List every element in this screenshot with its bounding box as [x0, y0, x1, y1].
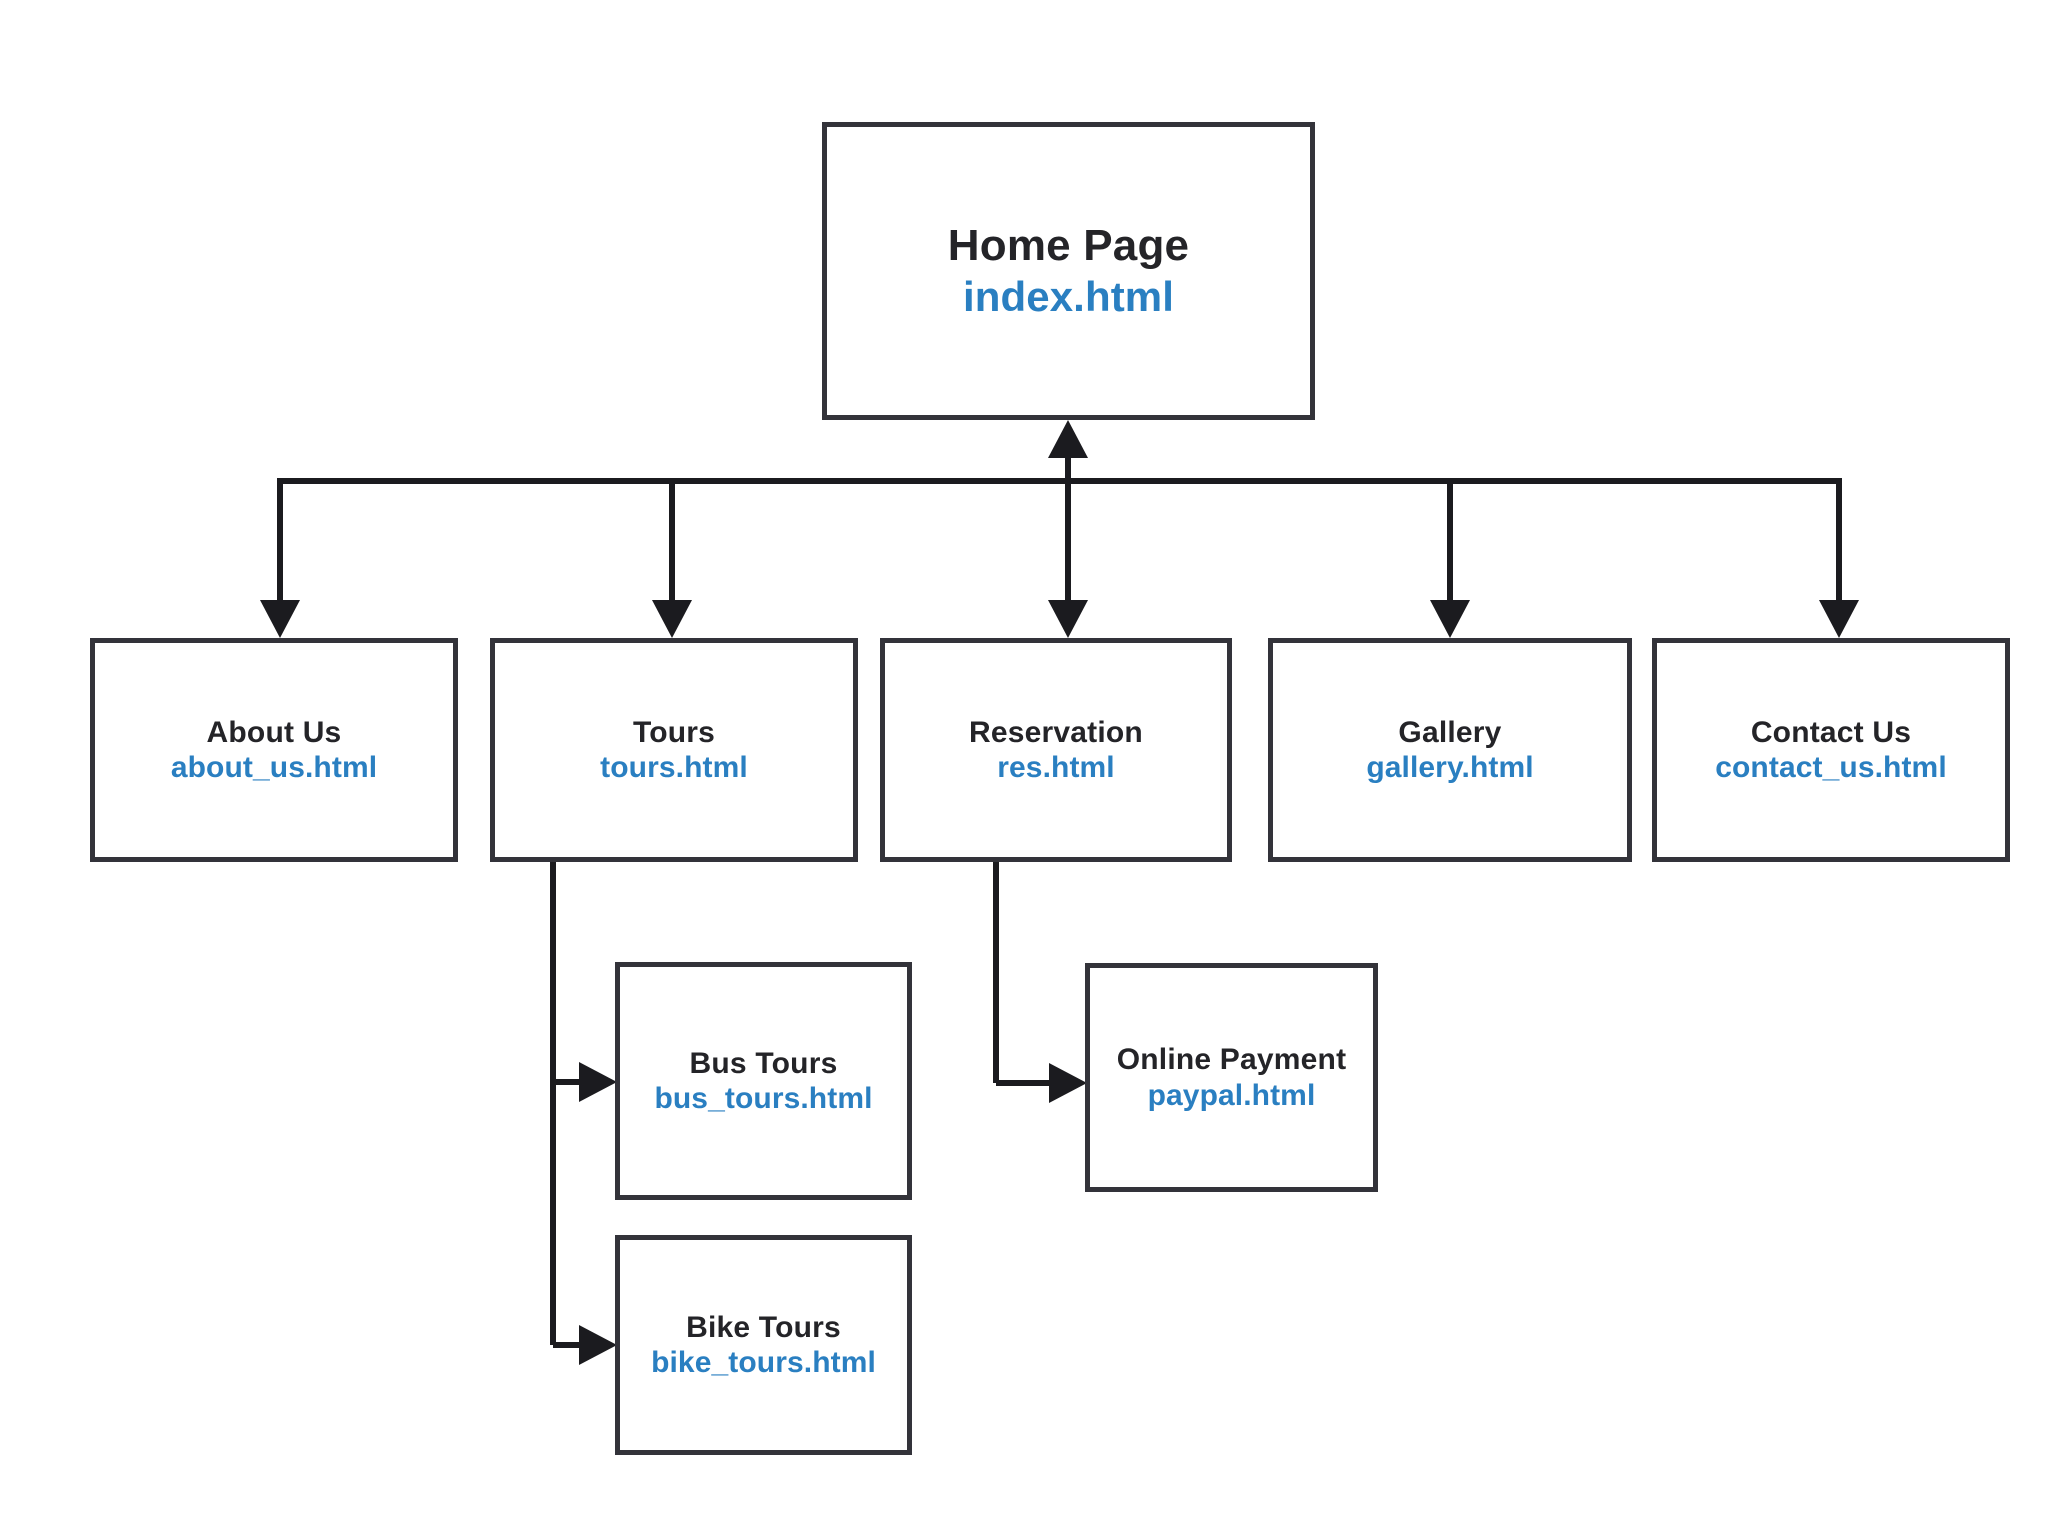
node-contact-us[interactable]: Contact Us contact_us.html: [1652, 638, 2010, 862]
node-online-payment[interactable]: Online Payment paypal.html: [1085, 963, 1378, 1192]
node-reservation-title: Reservation: [969, 715, 1143, 749]
node-contact-us-title: Contact Us: [1750, 715, 1912, 749]
node-about-us-file: about_us.html: [170, 751, 378, 784]
node-bus-tours-title: Bus Tours: [689, 1046, 838, 1080]
node-bike-tours[interactable]: Bike Tours bike_tours.html: [615, 1235, 912, 1455]
node-tours-file: tours.html: [600, 751, 748, 784]
node-tours[interactable]: Tours tours.html: [490, 638, 858, 862]
node-bike-tours-file: bike_tours.html: [651, 1346, 876, 1379]
node-reservation[interactable]: Reservation res.html: [880, 638, 1232, 862]
arrowhead-contact-us: [1819, 600, 1859, 638]
node-about-us-title: About Us: [206, 715, 342, 749]
node-about-us[interactable]: About Us about_us.html: [90, 638, 458, 862]
node-tours-title: Tours: [632, 715, 716, 749]
arrowhead-gallery: [1430, 600, 1470, 638]
arrowhead-home-page: [1048, 420, 1088, 458]
node-home-page-title: Home Page: [947, 221, 1190, 271]
node-bus-tours[interactable]: Bus Tours bus_tours.html: [615, 962, 912, 1200]
node-home-page[interactable]: Home Page index.html: [822, 122, 1315, 420]
arrowhead-about-us: [260, 600, 300, 638]
node-contact-us-file: contact_us.html: [1715, 751, 1947, 784]
node-gallery[interactable]: Gallery gallery.html: [1268, 638, 1632, 862]
node-gallery-file: gallery.html: [1366, 751, 1534, 784]
node-bike-tours-title: Bike Tours: [686, 1310, 841, 1344]
arrowheads: [260, 420, 1859, 1365]
node-online-payment-title: Online Payment: [1116, 1043, 1347, 1077]
arrowhead-reservation: [1048, 600, 1088, 638]
node-home-page-file: index.html: [962, 273, 1175, 321]
node-gallery-title: Gallery: [1398, 715, 1502, 749]
arrowhead-bus-tours: [579, 1062, 617, 1102]
node-reservation-file: res.html: [997, 751, 1115, 784]
arrowhead-tours: [652, 600, 692, 638]
node-online-payment-file: paypal.html: [1147, 1078, 1316, 1112]
arrowhead-bike-tours: [579, 1325, 617, 1365]
node-bus-tours-file: bus_tours.html: [654, 1082, 873, 1115]
arrowhead-online-payment: [1049, 1063, 1087, 1103]
